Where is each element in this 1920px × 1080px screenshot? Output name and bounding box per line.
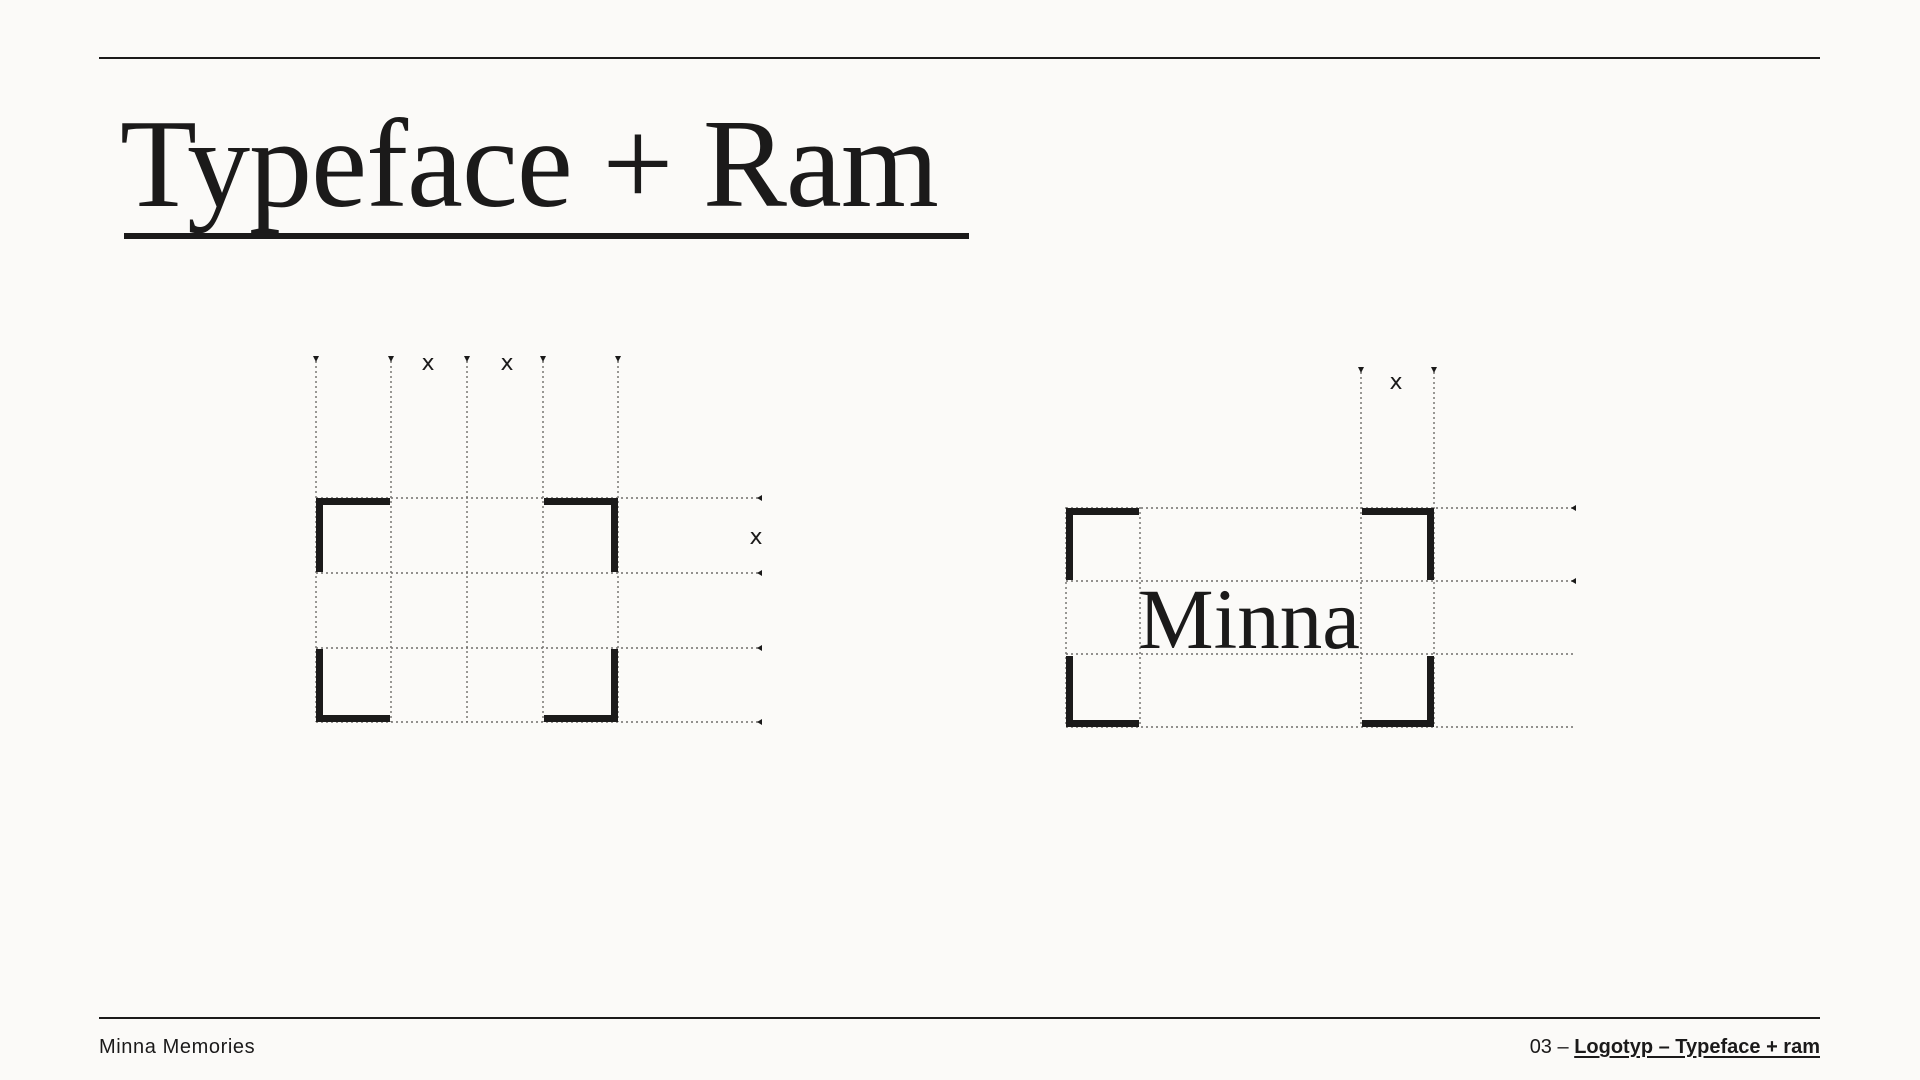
unit-x-label: x: [1389, 370, 1402, 395]
frame-corner-top-left: [1066, 508, 1139, 580]
section-number: 03 –: [1529, 1036, 1569, 1058]
frame-grid-top-arrowheads: [313, 356, 621, 362]
logotype-wordmark: Minna: [1138, 571, 1360, 667]
frame-corner-bottom-left: [316, 649, 390, 722]
logotype-horizontal-guides: [1066, 507, 1576, 728]
unit-x-label: x: [749, 525, 762, 550]
frame-grid-horizontal-guides: [316, 497, 762, 723]
page-title-underline: [124, 233, 969, 239]
frame-grid-right-arrowheads: [757, 495, 762, 725]
frame-corner-bottom-left: [1066, 656, 1139, 727]
logotype-frame-brackets: [1066, 508, 1434, 727]
frame-corner-top-right: [1362, 508, 1434, 580]
frame-grid-diagram: x x x: [313, 351, 763, 725]
frame-corner-bottom-right: [544, 649, 618, 722]
footer-section-breadcrumb: 03 – Logotyp – Typeface + ram: [1530, 1036, 1820, 1059]
frame-corner-bottom-right: [1362, 656, 1434, 727]
page-title: Typeface + Ram: [120, 95, 939, 234]
frame-grid-vertical-guides: [315, 356, 619, 722]
frame-corner-top-right: [544, 498, 618, 572]
logotype-arrowheads: [1358, 367, 1576, 584]
header-rule: [99, 57, 1820, 59]
logotype-frame-diagram: x Minna: [1065, 367, 1576, 728]
footer-rule: [99, 1017, 1820, 1019]
unit-x-label: x: [421, 351, 434, 376]
footer-brand: Minna Memories: [99, 1036, 256, 1058]
section-link[interactable]: Logotyp – Typeface + ram: [1574, 1036, 1820, 1058]
logotype-vertical-guides: [1065, 367, 1435, 727]
frame-corner-brackets: [316, 498, 618, 722]
frame-corner-top-left: [316, 498, 390, 572]
unit-x-label: x: [500, 351, 513, 376]
